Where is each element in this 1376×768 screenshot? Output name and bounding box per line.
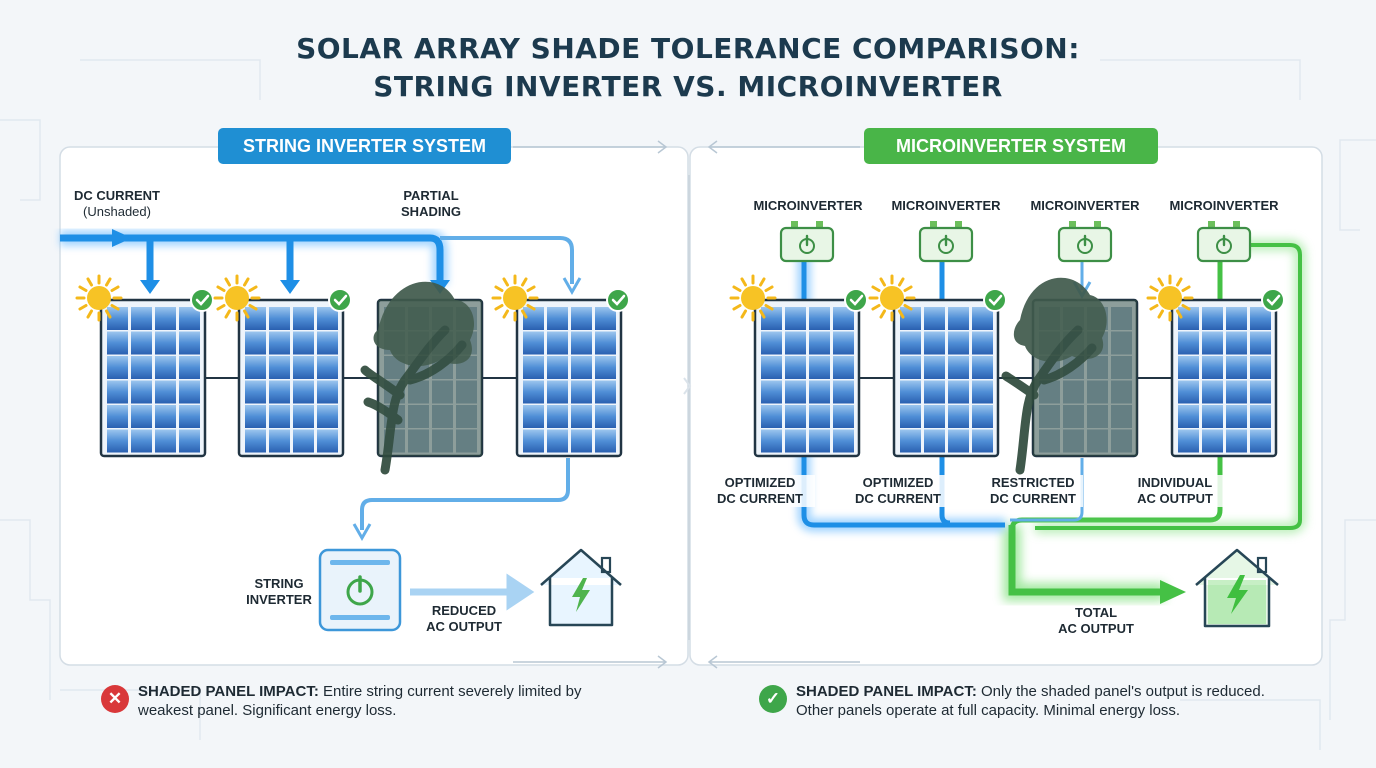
microinverter-label-4: MICROINVERTER [1169,198,1279,213]
sun-icon [213,274,261,322]
sun-icon [75,274,123,322]
reduced-output-line2: AC OUTPUT [426,619,502,634]
dc-current-flow [60,229,450,294]
string-inverter-line2: INVERTER [246,592,312,607]
current-label-4-line1: INDIVIDUAL [1137,475,1213,490]
sun-icon [868,274,916,322]
current-label-2: OPTIMIZED DC CURRENT [843,475,953,507]
string-impact-title: SHADED PANEL IMPACT: [138,683,319,700]
current-label-3-line1: RESTRICTED [991,475,1075,490]
string-output-flow [360,458,570,530]
reduced-output-line1: REDUCED [431,603,497,618]
partial-shading-line1: PARTIAL [403,188,459,203]
total-output-label: TOTAL AC OUTPUT [1046,605,1146,637]
partial-shading-label: PARTIAL SHADING [381,188,481,220]
sun-icon [1146,274,1194,322]
check-icon [844,288,868,312]
string-system-header: STRING INVERTER SYSTEM [218,128,511,164]
microinverter-label-3: MICROINVERTER [1030,198,1140,213]
sun-icon [729,274,777,322]
check-icon [190,288,214,312]
current-label-1: OPTIMIZED DC CURRENT [705,475,815,507]
string-impact-text: Entire string current severely limited b… [138,683,582,719]
microinverter-unit-4 [1196,221,1252,263]
total-output-line1: TOTAL [1074,605,1118,620]
reduced-output-arrow [410,573,535,611]
tree-shade-right [1001,277,1137,475]
string-inverter-line1: STRING [254,576,304,591]
string-inverter-label: STRING INVERTER [240,576,318,608]
micro-panel-4 [1170,298,1278,458]
title-line-1: SOLAR ARRAY SHADE TOLERANCE COMPARISON: [296,32,1080,65]
current-label-3: RESTRICTED DC CURRENT [983,475,1083,507]
check-icon [606,288,630,312]
micro-flows [797,240,1305,604]
reduced-output-label: REDUCED AC OUTPUT [416,603,512,635]
house-left [540,548,622,627]
check-icon [1261,288,1285,312]
sun-icon [491,274,539,322]
current-label-1-line2: DC CURRENT [717,491,803,506]
house-right [1195,548,1279,628]
microinverter-units [779,221,1252,263]
header-connector-arrows [513,140,860,669]
dc-current-title: DC CURRENT [74,188,160,203]
current-label-2-line1: OPTIMIZED [862,475,934,490]
string-panel-4 [515,298,623,458]
current-label-1-line1: OPTIMIZED [724,475,796,490]
micro-panel-1 [753,298,861,458]
current-label-4-line2: AC OUTPUT [1137,491,1213,506]
title-line-2: STRING INVERTER VS. MICROINVERTER [373,70,1003,103]
tree-shade-left [360,281,482,475]
page-title: SOLAR ARRAY SHADE TOLERANCE COMPARISON: … [0,30,1376,106]
string-panel-2 [237,298,345,458]
microinverter-label-2: MICROINVERTER [891,198,1001,213]
microinverter-unit-3 [1057,221,1113,263]
micro-impact-title: SHADED PANEL IMPACT: [796,683,977,700]
x-icon: ✕ [101,685,129,713]
current-label-3-line2: DC CURRENT [990,491,1076,506]
weak-current-flow [440,236,574,284]
string-panel-1 [99,298,207,458]
current-label-2-line2: DC CURRENT [855,491,941,506]
microinverter-label-1: MICROINVERTER [753,198,863,213]
dc-current-label: DC CURRENT (Unshaded) [62,188,172,220]
microinverter-unit-2 [918,221,974,263]
check-icon [328,288,352,312]
partial-shading-line2: SHADING [401,204,461,219]
check-icon: ✓ [759,685,787,713]
string-inverter-box [318,548,402,632]
micro-impact-note: SHADED PANEL IMPACT: Only the shaded pan… [796,682,1306,720]
dc-current-subtitle: (Unshaded) [83,204,151,219]
micro-system-header: MICROINVERTER SYSTEM [864,128,1158,164]
string-impact-note: SHADED PANEL IMPACT: Entire string curre… [138,682,608,720]
current-label-4: INDIVIDUAL AC OUTPUT [1125,475,1225,507]
micro-impact-text: Only the shaded panel's output is reduce… [796,683,1265,719]
check-icon [983,288,1007,312]
total-output-line2: AC OUTPUT [1058,621,1134,636]
micro-panel-2 [892,298,1000,458]
microinverter-unit-1 [779,221,835,263]
